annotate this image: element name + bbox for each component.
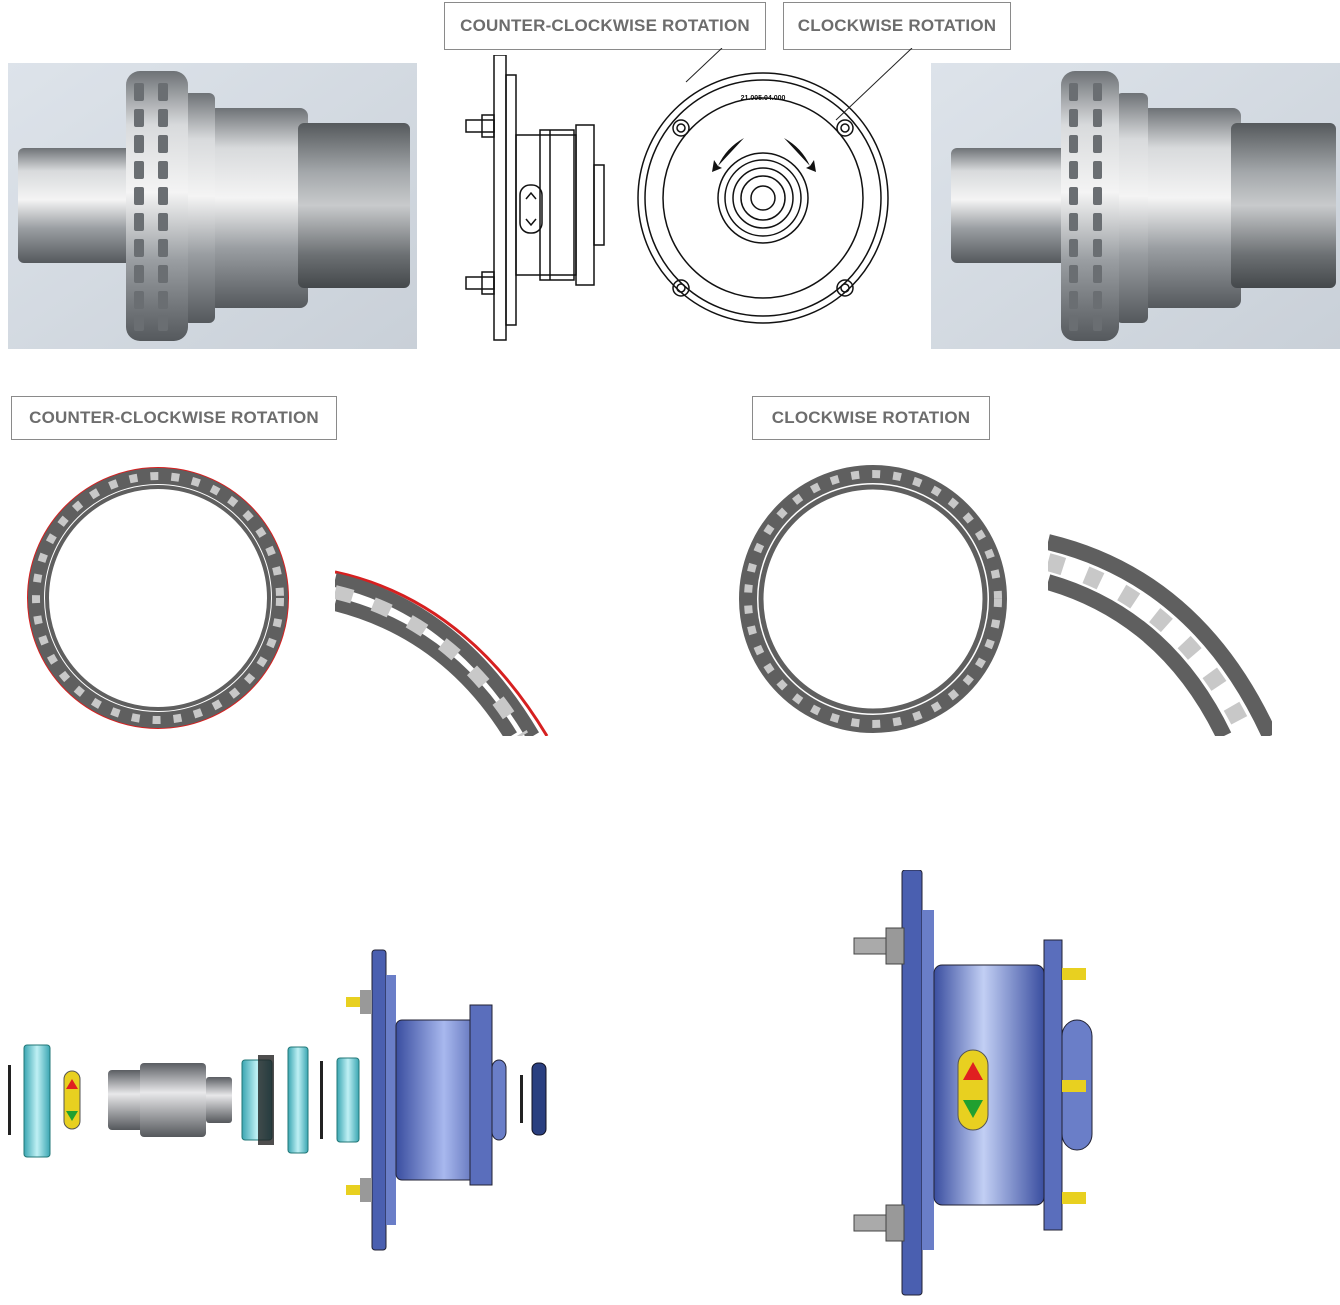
assembled-hub <box>853 870 1093 1296</box>
photo-shaft-cw <box>931 63 1340 349</box>
ccw-ring-full <box>27 467 289 729</box>
hub-side-view-drawing <box>465 55 605 341</box>
ccw-ring-detail <box>335 570 549 736</box>
hub-front-view-drawing: 21.005.04.000 <box>637 72 889 324</box>
leader-lines <box>685 48 913 121</box>
top-ccw-label: COUNTER-CLOCKWISE ROTATION <box>444 2 766 50</box>
cw-ring-detail <box>1048 534 1272 736</box>
mid-ccw-label: COUNTER-CLOCKWISE ROTATION <box>11 396 337 440</box>
photo-shaft-ccw <box>8 63 417 349</box>
cw-ring-full <box>739 465 1007 733</box>
exploded-assembly <box>8 949 547 1251</box>
mid-cw-label: CLOCKWISE ROTATION <box>752 396 990 440</box>
plate-part-number: 21.005.04.000 <box>741 95 786 102</box>
top-cw-label: CLOCKWISE ROTATION <box>783 2 1011 50</box>
